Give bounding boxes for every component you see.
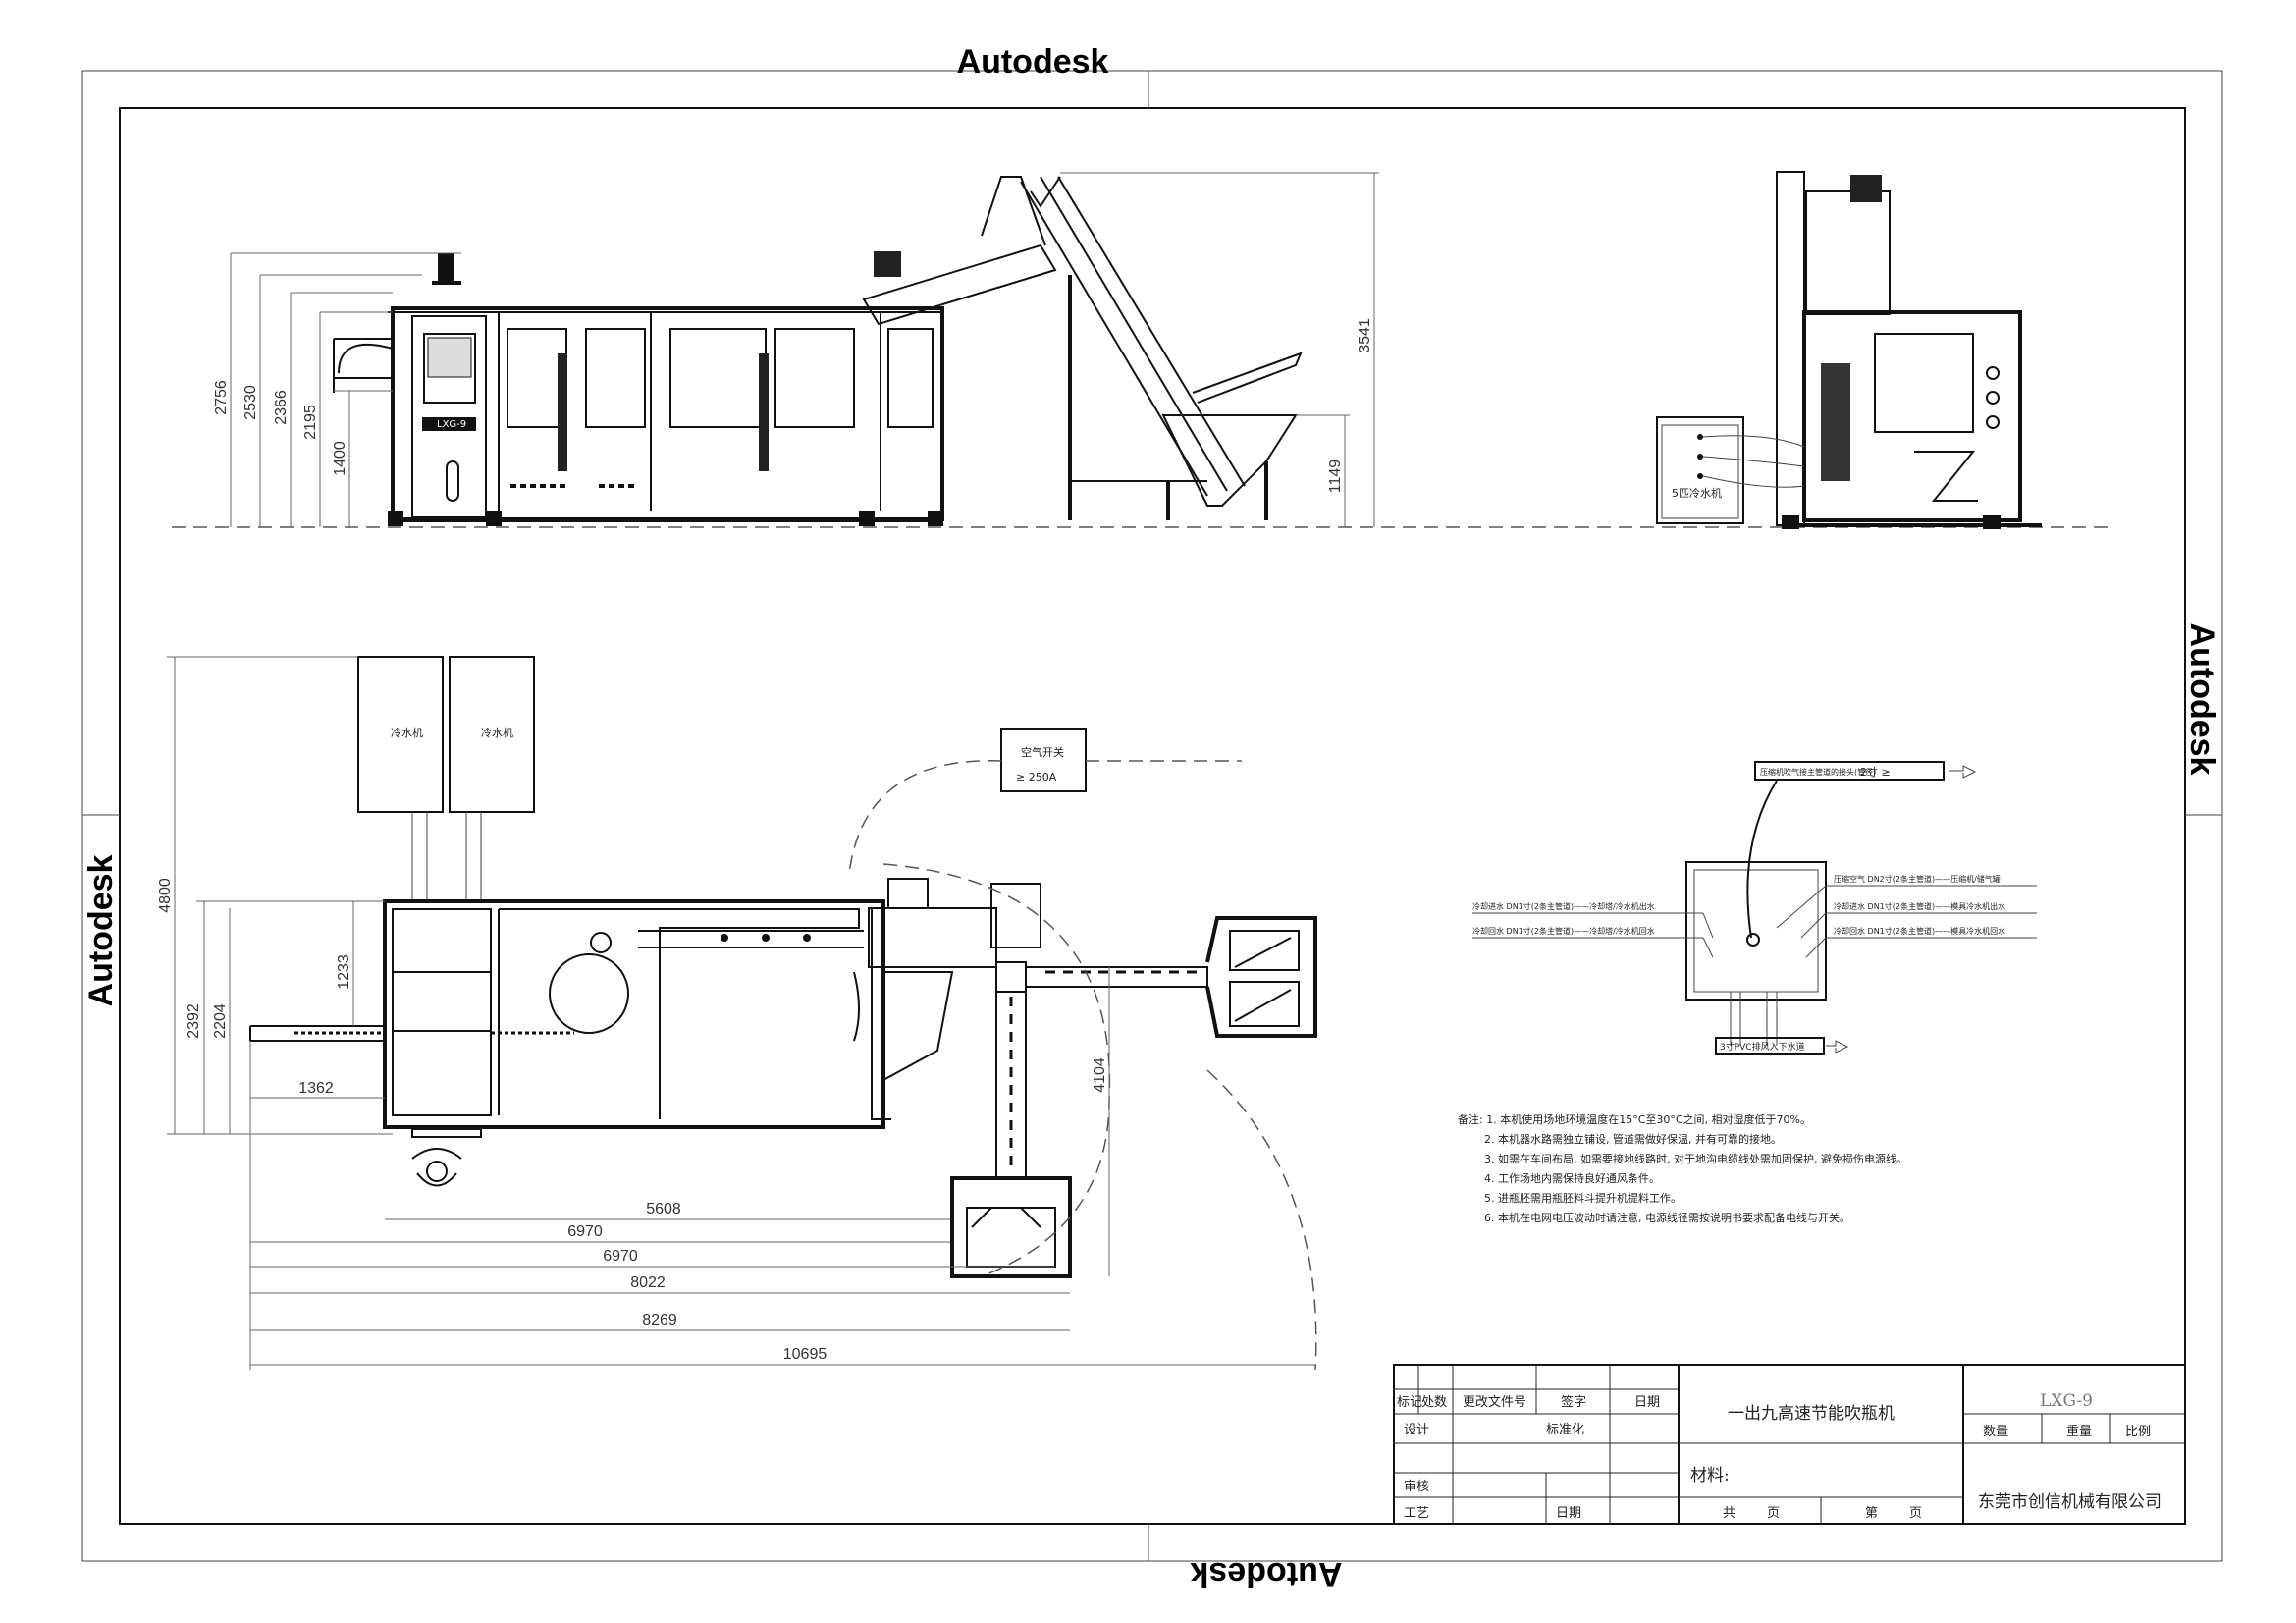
note-1: 备注: 1. 本机使用场地环境温度在15°C至30°C之间, 相对湿度低于70%… [1458, 1112, 1811, 1126]
tb-sheets-total: 共 [1723, 1506, 1735, 1521]
dim-5608: 5608 [646, 1201, 681, 1217]
dim-2392: 2392 [186, 1003, 202, 1039]
pipe-top-label: 压缩机吹气接主管道的接头(管径) [1760, 767, 1876, 777]
watermark-bottom: Autodesk [1190, 1555, 1342, 1593]
dim-1149: 1149 [1327, 460, 1344, 494]
dim-2204: 2204 [212, 1003, 229, 1039]
chiller-box-1: 冷水机 [391, 726, 423, 739]
pipe-left-label-1: 冷却进水 DN1寸(2条主管道)——冷却塔/冷水机出水 [1472, 901, 1655, 911]
tb-drawing-no: LXG-9 [2040, 1391, 2093, 1411]
chiller-label: 5匹冷水机 [1672, 486, 1722, 500]
outer-border [81, 70, 2223, 1562]
tb-standard: 标准化 [1546, 1423, 1584, 1437]
tb-scale: 比例 [2125, 1425, 2151, 1439]
chiller-box-2: 冷水机 [481, 726, 513, 739]
watermark-top: Autodesk [957, 43, 1109, 81]
pipe-right-label-3: 冷却回水 DN1寸(2条主管道)——模具冷水机回水 [1834, 926, 2005, 936]
dim-4104: 4104 [1092, 1057, 1108, 1093]
dim-10695: 10695 [783, 1346, 828, 1363]
inner-border [119, 107, 2186, 1525]
tb-process: 工艺 [1404, 1506, 1429, 1521]
tb-quantity: 数量 [1983, 1425, 2008, 1439]
machine-label: LXG-9 [437, 419, 466, 430]
note-4: 4. 工作场地内需保持良好通风条件。 [1484, 1171, 1660, 1185]
note-6: 6. 本机在电网电压波动时请注意, 电源线径需按说明书要求配备电线与开关。 [1484, 1211, 1850, 1224]
dim-6970-b: 6970 [603, 1248, 638, 1265]
dim-2530: 2530 [242, 385, 259, 420]
dim-6970-a: 6970 [567, 1223, 603, 1240]
note-2: 2. 本机器水路需独立铺设, 管道需做好保温, 并有可靠的接地。 [1484, 1132, 1782, 1146]
tb-sheet-unit2: 页 [1909, 1506, 1922, 1521]
tb-weight: 重量 [2066, 1424, 2092, 1439]
dim-3541: 3541 [1357, 318, 1373, 353]
watermark-right: Autodesk [2183, 623, 2220, 776]
watermark-left: Autodesk [82, 854, 120, 1006]
tb-sheet-no: 第 [1865, 1506, 1878, 1521]
tb-sign: 签字 [1561, 1394, 1586, 1410]
dim-4800: 4800 [157, 878, 174, 913]
tb-date-2: 日期 [1556, 1506, 1581, 1521]
end-view: 5匹冷水机 [1656, 171, 2042, 529]
pipe-top-size: 2寸 ≥ [1860, 765, 1891, 779]
side-view: 2756 2530 2366 2195 1400 3541 1149 [172, 172, 2110, 528]
plan-view: 冷水机 冷水机 [157, 656, 1317, 1371]
pipe-right-label-2: 冷却进水 DN1寸(2条主管道)——模具冷水机出水 [1834, 901, 2005, 911]
pipe-diagram: 压缩机吹气接主管道的接头(管径) 2寸 ≥ 3寸PVC排风入下水道 冷却进水 D… [1472, 761, 2037, 1055]
tb-design: 设计 [1404, 1423, 1429, 1437]
tb-material: 材料: [1690, 1466, 1730, 1486]
tb-mark: 标记 [1397, 1395, 1422, 1410]
air-switch-value: ≥ 250A [1016, 771, 1057, 784]
note-5: 5. 进瓶胚需用瓶胚料斗提升机提料工作。 [1484, 1191, 1682, 1205]
dim-8269: 8269 [642, 1312, 677, 1328]
tb-company: 东莞市创信机械有限公司 [1978, 1492, 2162, 1512]
dim-1233: 1233 [336, 954, 352, 990]
tb-change-doc: 更改文件号 [1463, 1395, 1526, 1410]
dim-2756: 2756 [213, 380, 230, 415]
notes: 备注: 1. 本机使用场地环境温度在15°C至30°C之间, 相对湿度低于70%… [1458, 1112, 1907, 1224]
pipe-right-label-1: 压缩空气 DN2寸(2条主管道)——压缩机/储气罐 [1834, 874, 2001, 884]
dim-2366: 2366 [273, 390, 290, 425]
dim-2195: 2195 [302, 405, 319, 440]
tb-product-name: 一出九高速节能吹瓶机 [1728, 1404, 1895, 1424]
tb-sheets-unit: 页 [1767, 1506, 1780, 1521]
dim-1400: 1400 [332, 441, 348, 476]
air-switch-label: 空气开关 [1021, 745, 1064, 759]
tb-review: 审核 [1404, 1480, 1429, 1494]
dim-8022: 8022 [630, 1274, 666, 1291]
pipe-bottom-label: 3寸PVC排风入下水道 [1720, 1041, 1805, 1053]
tb-count: 处数 [1421, 1395, 1447, 1410]
dim-1362: 1362 [298, 1080, 334, 1097]
title-block: 标记 处数 更改文件号 签字 日期 设计 标准化 审核 工艺 日期 一出九高速节… [1393, 1364, 2186, 1525]
note-3: 3. 如需在车间布局, 如需要接地线路时, 对于地沟电缆线处需加固保护, 避免损… [1484, 1152, 1907, 1165]
pipe-left-label-2: 冷却回水 DN1寸(2条主管道)——冷却塔/冷水机回水 [1472, 926, 1655, 936]
tb-date: 日期 [1634, 1395, 1660, 1410]
